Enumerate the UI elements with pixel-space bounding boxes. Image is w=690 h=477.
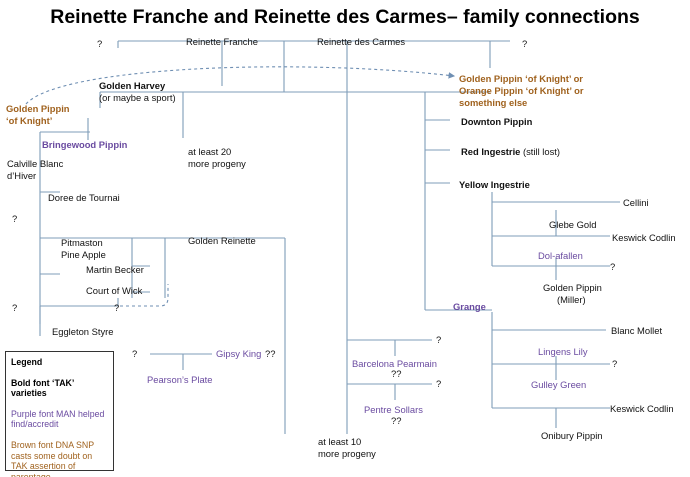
node-blanc-mollet: Blanc Mollet [611,325,663,336]
node-pitmaston-2: Pine Apple [61,249,106,260]
node-yellow-ingestrie: Yellow Ingestrie [459,179,530,190]
node-red-ingestrie: Red Ingestrie (still lost) [461,146,560,158]
node-pitmaston-1: Pitmaston [61,237,103,248]
barcelona-uncertain: ?? [391,368,402,379]
node-golden-pippin-knight-left-1: Golden Pippin [6,103,70,114]
node-court-of-wick: Court of Wick [86,285,143,296]
node-glebe-gold: Glebe Gold [549,219,597,230]
node-keswick-codlin-2: Keswick Codlin [610,403,674,414]
node-calville-blanc-1: Calville Blanc [7,158,64,169]
dashed-link-golden-pippin [25,66,456,105]
node-golden-pippin-knight-right-3: something else [459,97,528,108]
node-gulley-green: Gulley Green [531,379,587,390]
node-golden-pippin-miller-2: (Miller) [557,294,586,305]
node-barcelona-pearmain: Barcelona Pearmain [352,358,437,369]
node-pentre-sollars: Pentre Sollars [364,404,423,415]
node-at-least-10-2: more progeny [318,448,376,459]
node-at-least-10-1: at least 10 [318,436,362,447]
legend-title: Legend [11,357,43,367]
node-golden-pippin-knight-right-1: Golden Pippin ‘of Knight’ or [459,73,583,84]
diagram-title: Reinette Franche and Reinette des Carmes… [50,6,640,28]
node-martin-becker: Martin Becker [86,264,144,275]
node-reinette-franche: Reinette Franche [186,36,258,47]
node-eggleton-styre: Eggleton Styre [52,326,114,337]
node-golden-harvey-note: (or maybe a sport) [99,92,176,103]
node-dol-afallen: Dol-afallen [538,250,583,261]
node-golden-pippin-knight-left-2: ‘of Knight’ [6,115,53,126]
unknown-parent-left: ? [97,38,103,49]
gipsy-king-uncertain: ?? [265,348,276,359]
node-bringewood-pippin: Bringewood Pippin [42,139,128,150]
node-red-ingestrie-name: Red Ingestrie [461,146,521,157]
node-grange: Grange [453,301,486,312]
node-golden-harvey: Golden Harvey [99,80,166,91]
node-cellini: Cellini [623,197,649,208]
pentre-uncertain: ?? [391,415,402,426]
node-doree-de-tournai: Doree de Tournai [48,192,120,203]
node-calville-blanc-2: d’Hiver [7,170,37,181]
node-downton-pippin: Downton Pippin [461,116,533,127]
node-lingens-lily: Lingens Lily [538,346,588,357]
legend-box: Legend Bold font ‘TAK’ varieties Purple … [5,351,114,477]
node-reinette-des-carmes: Reinette des Carmes [317,36,406,47]
unknown-barcelona: ? [436,334,442,345]
node-pearsons-plate: Pearson’s Plate [147,374,213,385]
unknown-dol: ? [610,261,616,272]
legend-bold-entry: Bold font ‘TAK’ varieties [11,377,74,399]
unknown-parent-right: ? [522,38,528,49]
node-onibury-pippin: Onibury Pippin [541,430,603,441]
node-at-least-20-1: at least 20 [188,146,232,157]
node-at-least-20-2: more progeny [188,158,246,169]
legend-brown-entry: Brown font DNA SNP casts some doubt on T… [11,439,94,477]
unknown-gipsy-left: ? [132,348,138,359]
unknown-lingens: ? [612,358,618,369]
unknown-cow-left: ? [12,302,18,313]
node-keswick-codlin-1: Keswick Codlin [612,232,676,243]
node-golden-pippin-knight-right-2: Orange Pippin ‘of Knight’ or [459,85,584,96]
node-golden-pippin-miller-1: Golden Pippin [543,282,602,293]
unknown-pentre: ? [436,378,442,389]
legend-man-entry: Purple font MAN helped find/accredit [11,408,105,430]
node-golden-reinette: Golden Reinette [188,235,256,246]
node-gipsy-king: Gipsy King [216,348,262,359]
unknown-cow-right: ? [114,302,120,313]
unknown-mid-left: ? [12,213,18,224]
node-red-ingestrie-note: (still lost) [523,146,560,157]
